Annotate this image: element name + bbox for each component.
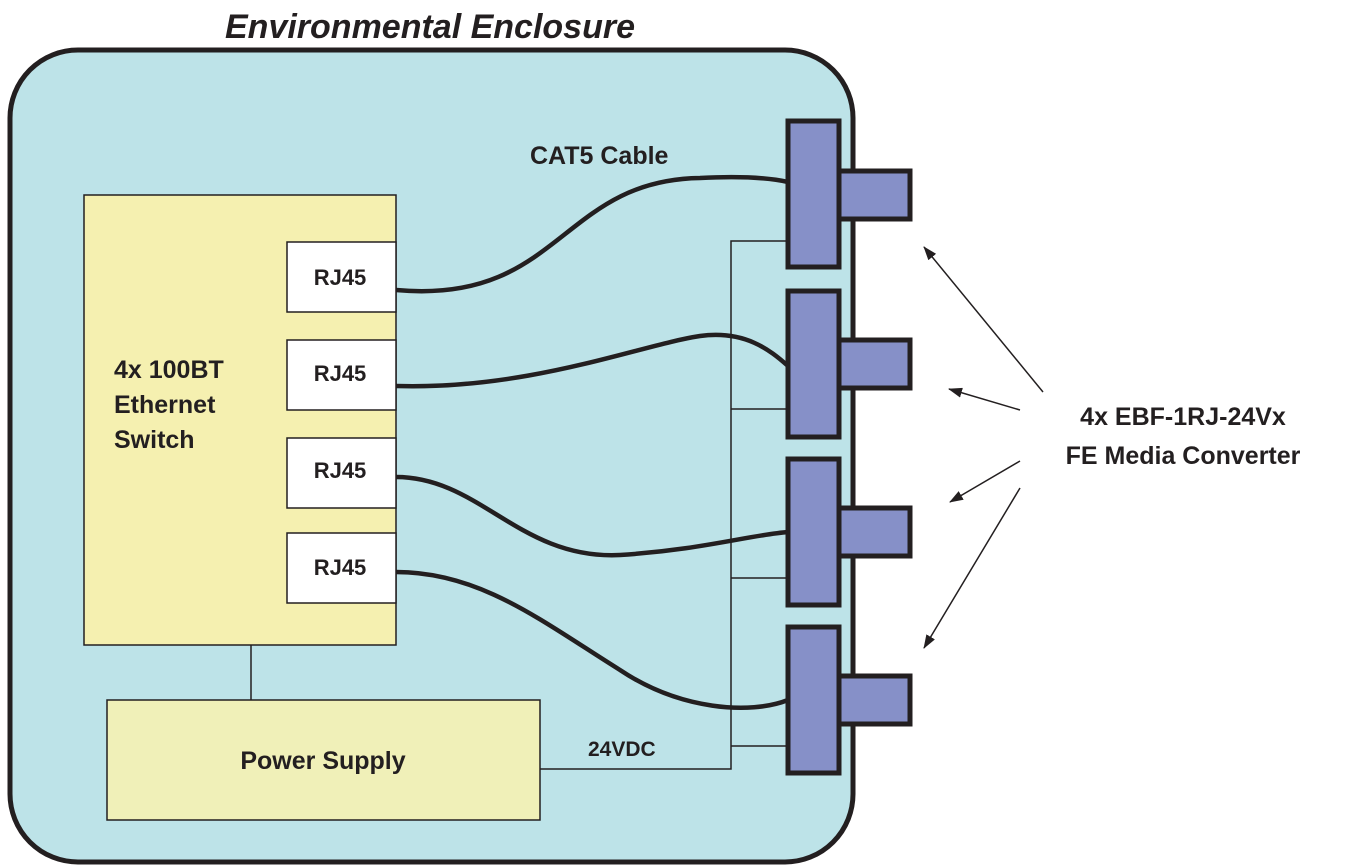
rj45-port-3 <box>286 437 397 509</box>
cat5-cable-1 <box>395 174 789 294</box>
switch-label-line-2: Ethernet <box>114 391 216 419</box>
callout-arrow-2 <box>948 387 1021 411</box>
media-converter-2 <box>785 288 913 440</box>
rj45-port-2-label: RJ45 <box>314 361 367 386</box>
rj45-port-2 <box>286 339 397 411</box>
converter-label-line-1: 4x EBF-1RJ-24Vx <box>1080 403 1286 431</box>
cable-label: CAT5 Cable <box>530 142 669 170</box>
media-converter-4 <box>785 624 913 776</box>
cat5-cable-2 <box>395 332 790 389</box>
diagram-title: Environmental Enclosure <box>225 8 635 46</box>
media-converter-1 <box>785 118 913 270</box>
dc-bus-wire <box>540 240 788 770</box>
rj45-port-1-label: RJ45 <box>314 265 367 290</box>
rj45-port-4-label: RJ45 <box>314 555 367 580</box>
media-converter-3 <box>785 456 913 608</box>
cat5-cable-4 <box>395 569 789 710</box>
dc-voltage-label: 24VDC <box>588 738 656 761</box>
rj45-port-1 <box>286 241 397 313</box>
power-supply <box>106 699 541 821</box>
converter-label-line-2: FE Media Converter <box>1066 442 1301 470</box>
rj45-port-3-label: RJ45 <box>314 458 367 483</box>
power-supply-label: Power Supply <box>240 747 405 775</box>
switch-label-line-1: 4x 100BT <box>114 356 224 384</box>
cat5-cable-3 <box>395 474 789 558</box>
switch-label-line-3: Switch <box>114 426 195 454</box>
rj45-port-4 <box>286 532 397 604</box>
callout-arrow-3 <box>949 460 1021 503</box>
callout-arrow-1 <box>923 246 1044 393</box>
callout-arrow-4 <box>923 487 1021 649</box>
